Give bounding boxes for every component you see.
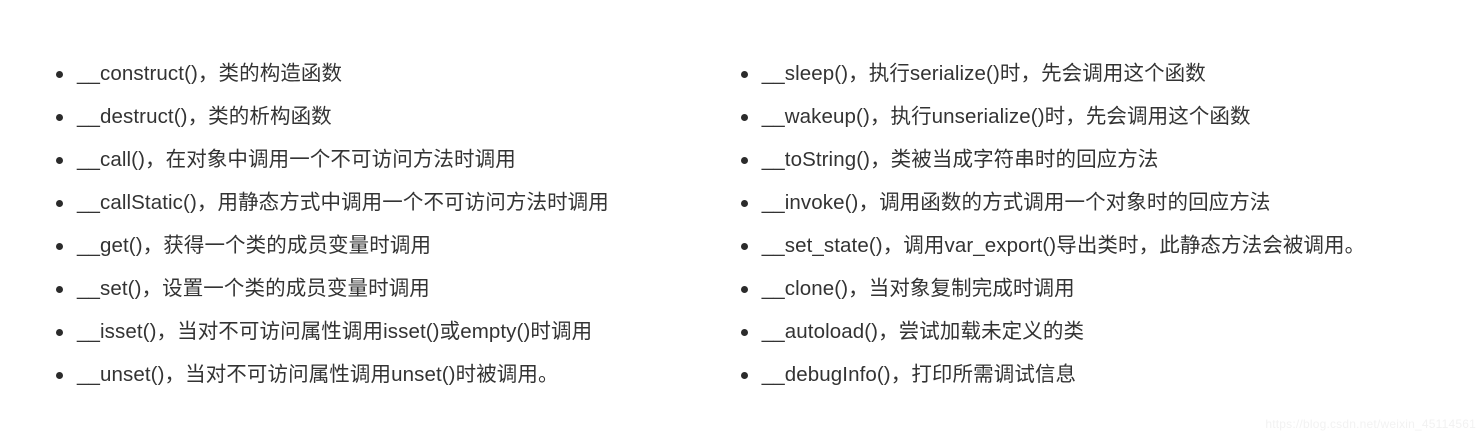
list-item-label: __callStatic()，用静态方式中调用一个不可访问方法时调用 [77, 191, 609, 214]
bullet-dot-icon [740, 371, 748, 379]
bullet-dot-icon [740, 70, 748, 78]
list-item: __clone()，当对象复制完成时调用 [740, 267, 1482, 310]
bullet-dot-icon [740, 285, 748, 293]
list-item: __sleep()，执行serialize()时，先会调用这个函数 [740, 52, 1482, 95]
list-item: __isset()，当对不可访问属性调用isset()或empty()时调用 [56, 310, 730, 353]
magic-methods-list-right: __sleep()，执行serialize()时，先会调用这个函数 __wake… [740, 52, 1482, 396]
list-item-label: __invoke()，调用函数的方式调用一个对象时的回应方法 [761, 191, 1271, 214]
list-item: __wakeup()，执行unserialize()时，先会调用这个函数 [740, 95, 1482, 138]
list-item: __callStatic()，用静态方式中调用一个不可访问方法时调用 [56, 181, 730, 224]
list-item: __get()，获得一个类的成员变量时调用 [56, 224, 730, 267]
list-item-label: __debugInfo()，打印所需调试信息 [761, 363, 1077, 386]
list-item: __construct()，类的构造函数 [56, 52, 730, 95]
list-item-label: __destruct()，类的析构函数 [77, 105, 332, 128]
bullet-dot-icon [56, 371, 63, 379]
list-item-label: __isset()，当对不可访问属性调用isset()或empty()时调用 [77, 320, 593, 343]
left-column: __construct()，类的构造函数 __destruct()，类的析构函数… [0, 52, 730, 396]
list-item-label: __construct()，类的构造函数 [77, 62, 343, 85]
list-item-label: __clone()，当对象复制完成时调用 [761, 277, 1075, 300]
bullet-dot-icon [740, 156, 748, 164]
list-item-label: __call()，在对象中调用一个不可访问方法时调用 [77, 148, 516, 171]
list-item-label: __sleep()，执行serialize()时，先会调用这个函数 [761, 62, 1206, 85]
list-item-label: __set()，设置一个类的成员变量时调用 [77, 277, 430, 300]
list-item: __set_state()，调用var_export()导出类时，此静态方法会被… [740, 224, 1482, 267]
bullet-dot-icon [740, 199, 748, 207]
bullet-dot-icon [740, 242, 748, 250]
list-item-label: __toString()，类被当成字符串时的回应方法 [761, 148, 1159, 171]
list-item-label: __unset()，当对不可访问属性调用unset()时被调用。 [77, 363, 559, 386]
list-item: __invoke()，调用函数的方式调用一个对象时的回应方法 [740, 181, 1482, 224]
bullet-dot-icon [56, 113, 63, 121]
list-item-label: __get()，获得一个类的成员变量时调用 [77, 234, 432, 257]
bullet-dot-icon [56, 199, 63, 207]
list-item: __destruct()，类的析构函数 [56, 95, 730, 138]
list-item: __autoload()，尝试加载未定义的类 [740, 310, 1482, 353]
bullet-dot-icon [56, 242, 63, 250]
magic-methods-list-left: __construct()，类的构造函数 __destruct()，类的析构函数… [56, 52, 730, 396]
bullet-dot-icon [56, 156, 63, 164]
list-item-label: __wakeup()，执行unserialize()时，先会调用这个函数 [761, 105, 1251, 128]
right-column: __sleep()，执行serialize()时，先会调用这个函数 __wake… [740, 52, 1482, 396]
bullet-dot-icon [56, 328, 63, 336]
list-item: __unset()，当对不可访问属性调用unset()时被调用。 [56, 353, 730, 396]
list-item-label: __set_state()，调用var_export()导出类时，此静态方法会被… [761, 234, 1366, 257]
list-item: __debugInfo()，打印所需调试信息 [740, 353, 1482, 396]
list-item: __toString()，类被当成字符串时的回应方法 [740, 138, 1482, 181]
two-column-list-layout: __construct()，类的构造函数 __destruct()，类的析构函数… [0, 52, 1482, 396]
bullet-dot-icon [56, 70, 63, 78]
list-item: __call()，在对象中调用一个不可访问方法时调用 [56, 138, 730, 181]
bullet-dot-icon [740, 328, 748, 336]
bullet-dot-icon [56, 285, 63, 293]
list-item: __set()，设置一个类的成员变量时调用 [56, 267, 730, 310]
bullet-dot-icon [740, 113, 748, 121]
list-item-label: __autoload()，尝试加载未定义的类 [761, 320, 1085, 343]
watermark: https://blog.csdn.net/weixin_45114561 [1265, 417, 1476, 431]
